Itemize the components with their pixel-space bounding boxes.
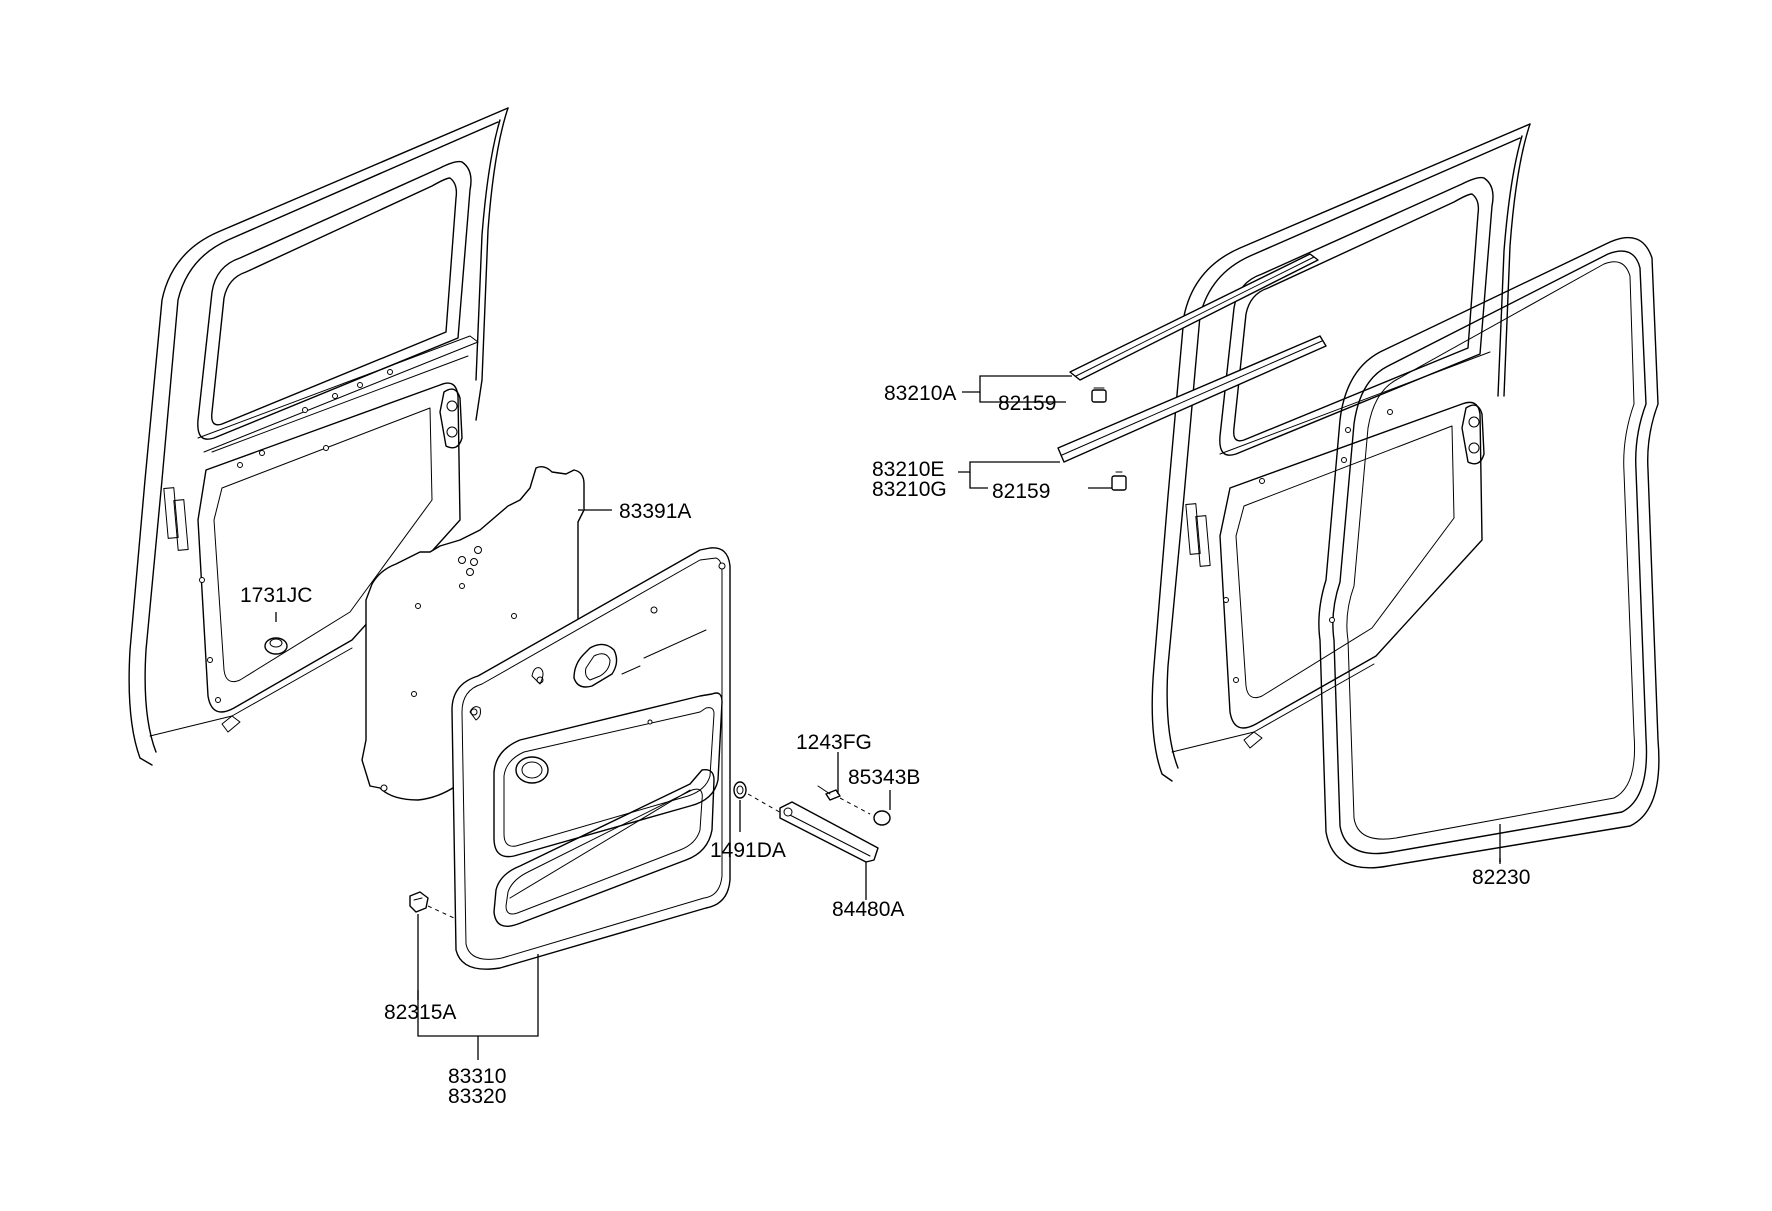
cap-85343B-part (873, 810, 891, 826)
clip-82159-upper-part (1091, 387, 1107, 403)
label-83391A: 83391A (619, 500, 691, 523)
garnish-84480A-part (779, 801, 879, 863)
label-83320: 83320 (448, 1085, 506, 1108)
label-82315A: 82315A (384, 1001, 456, 1024)
insulator-pad-83391A (361, 465, 585, 801)
label-82159-upper: 82159 (998, 392, 1056, 415)
label-83310: 83310 (448, 1065, 506, 1088)
label-83210A: 83210A (884, 382, 956, 405)
label-1731JC: 1731JC (240, 584, 312, 607)
door-weatherstrip-82230-part (1318, 236, 1660, 869)
label-82230: 82230 (1472, 866, 1530, 889)
weatherstrip-83210A-part (1069, 253, 1319, 381)
label-85343B: 85343B (848, 766, 920, 789)
label-82159-lower: 82159 (992, 480, 1050, 503)
plug-1731JC-part (264, 637, 288, 655)
label-83210G: 83210G (872, 478, 947, 501)
door-trim-panel-83310 (451, 547, 731, 970)
weatherstrip-83210E-part (1057, 335, 1327, 463)
clip-82315A-part (409, 891, 455, 919)
label-83210E: 83210E (872, 458, 944, 481)
label-1243FG: 1243FG (796, 731, 872, 754)
leader-lines (275, 375, 1501, 1060)
label-84480A: 84480A (832, 898, 904, 921)
part-labels: 83391A 1731JC 1243FG 85343B 1491DA 84480… (240, 382, 1530, 1108)
left-door-shell (128, 107, 509, 766)
bolt-1243FG-part (817, 785, 871, 815)
clip-82159-lower-part (1111, 471, 1127, 491)
label-1491DA: 1491DA (710, 839, 786, 862)
right-door-shell (1151, 123, 1531, 782)
